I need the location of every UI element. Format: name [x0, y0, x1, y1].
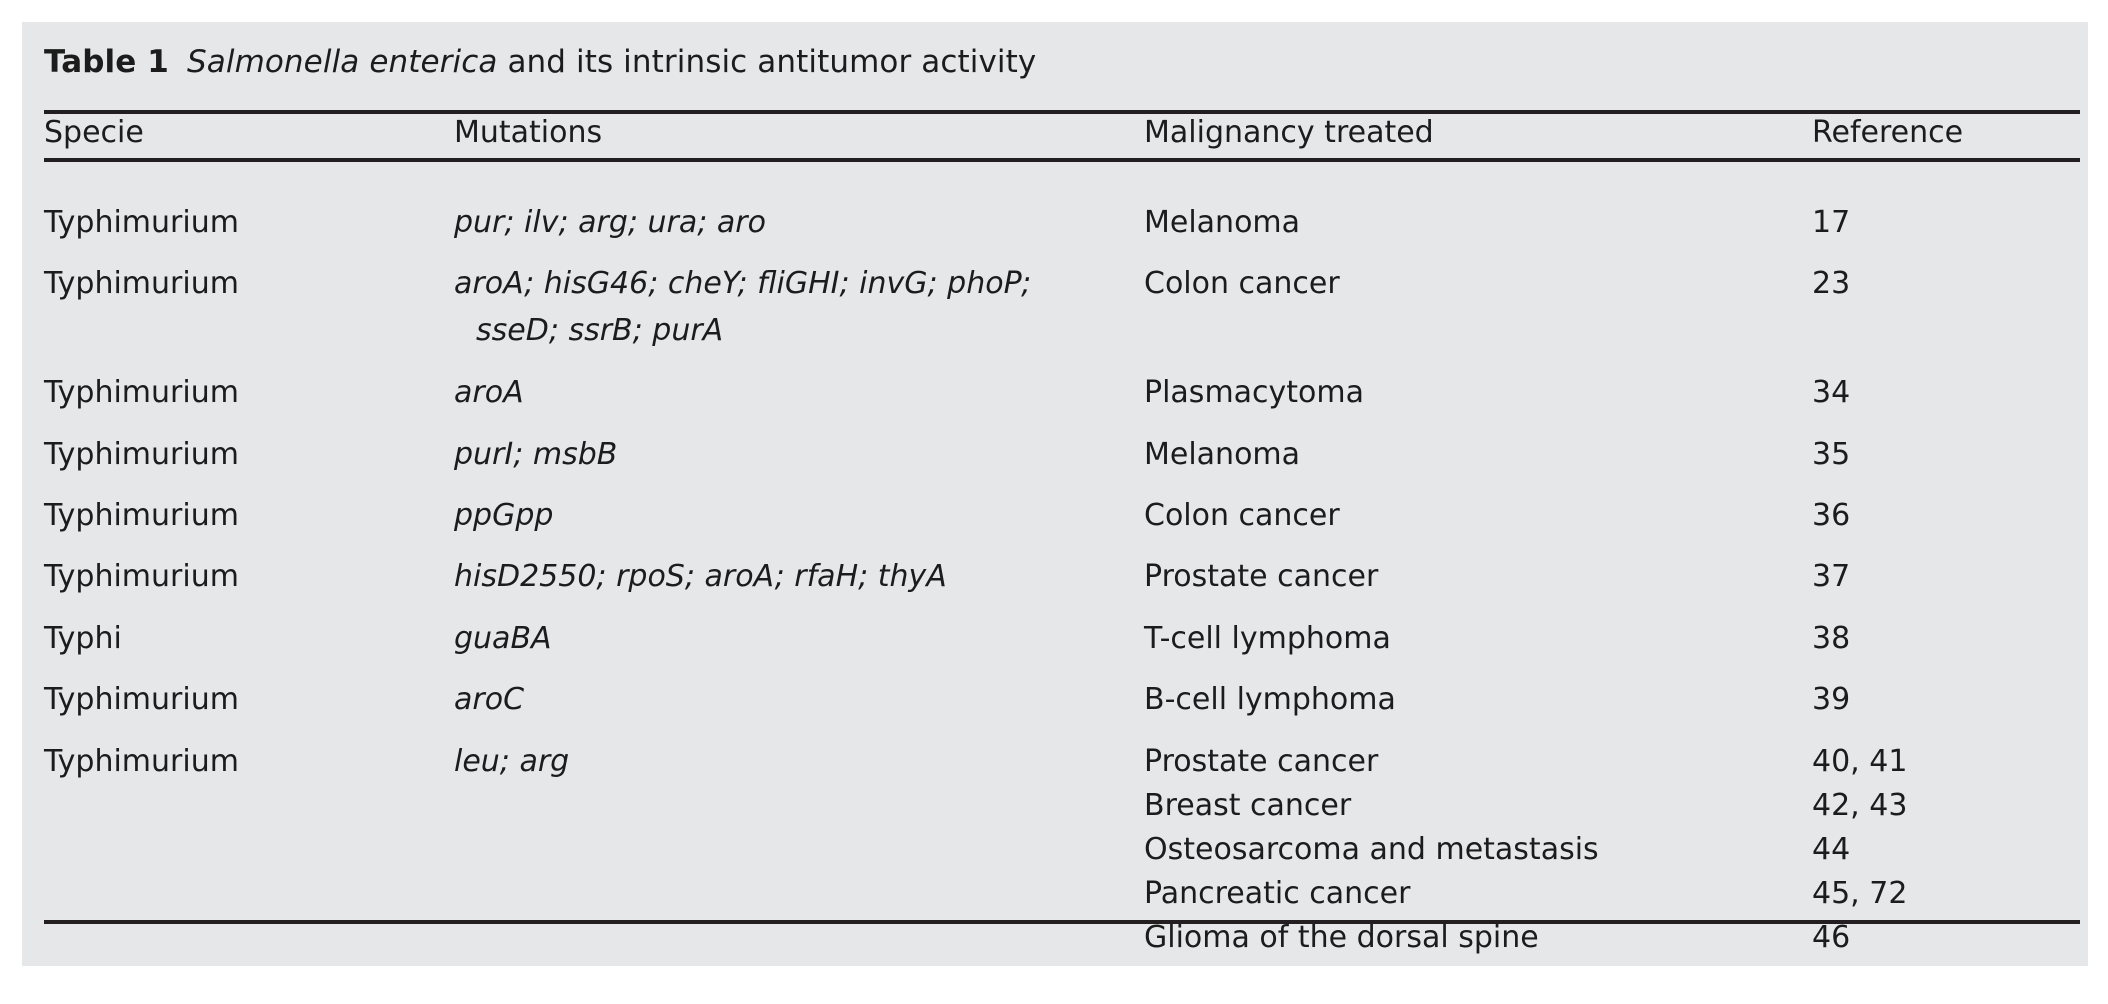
caption-rest: and its intrinsic antitumor activity [497, 44, 1037, 80]
list-item: 45, 72 [1812, 876, 1908, 911]
table-row: Colon cancer [1144, 498, 1340, 533]
table-row: Prostate cancer [1144, 559, 1379, 594]
table-row: Plasmacytoma [1144, 375, 1365, 410]
table-panel: Table 1 Salmonella enterica and its intri… [22, 22, 2088, 966]
table-row: Colon cancer [1144, 266, 1340, 301]
column-header-specie: Specie [44, 115, 144, 150]
list-item: Glioma of the dorsal spine [1144, 920, 1539, 955]
rule-table-bottom [44, 920, 2080, 924]
column-header-mutations: Mutations [454, 115, 603, 150]
table-row: 35 [1812, 437, 1851, 472]
table-row: aroA [454, 375, 524, 410]
caption-species-italic: Salmonella enterica [186, 44, 498, 80]
table-row: ppGpp [454, 498, 554, 533]
list-item: 44 [1812, 832, 1851, 867]
table-row: purI; msbB [454, 437, 618, 472]
column-header-reference: Reference [1812, 115, 1964, 150]
list-item: 46 [1812, 920, 1851, 955]
table-row: 34 [1812, 375, 1851, 410]
table-row: B-cell lymphoma [1144, 682, 1396, 717]
table-row: Typhimurium [44, 682, 239, 717]
table-inner: Table 1 Salmonella enterica and its intri… [44, 22, 2080, 966]
table-row: aroA; hisG46; cheY; fliGHI; invG; phoP; [454, 266, 1032, 301]
column-header-malignancy: Malignancy treated [1144, 115, 1434, 150]
table-row: Typhimurium [44, 266, 239, 301]
list-item: Pancreatic cancer [1144, 876, 1411, 911]
table-row: Typhimurium [44, 437, 239, 472]
table-row: sseD; ssrB; purA [476, 313, 724, 348]
list-item: Breast cancer [1144, 788, 1352, 823]
table-row: 39 [1812, 682, 1851, 717]
caption-label: Table 1 [44, 44, 169, 80]
list-item: 42, 43 [1812, 788, 1908, 823]
table-row: 38 [1812, 621, 1851, 656]
table-caption: Table 1 Salmonella enterica and its intri… [44, 44, 1036, 80]
table-row: hisD2550; rpoS; aroA; rfaH; thyA [454, 559, 947, 594]
table-row: Melanoma [1144, 437, 1301, 472]
list-item: Osteosarcoma and metastasis [1144, 832, 1599, 867]
rule-above-header [44, 110, 2080, 114]
list-item: Prostate cancer [1144, 744, 1379, 779]
rule-below-header [44, 158, 2080, 162]
table-row: pur; ilv; arg; ura; aro [454, 205, 766, 240]
table-row: 37 [1812, 559, 1851, 594]
table-row: Typhimurium [44, 498, 239, 533]
table-row: T-cell lymphoma [1144, 621, 1391, 656]
table-row: Melanoma [1144, 205, 1301, 240]
table-row: Typhimurium [44, 205, 239, 240]
list-item: 40, 41 [1812, 744, 1908, 779]
table-row: 17 [1812, 205, 1851, 240]
table-row: 23 [1812, 266, 1851, 301]
table-row: Typhimurium [44, 559, 239, 594]
table-row: Typhimurium [44, 744, 239, 779]
table-row: guaBA [454, 621, 552, 656]
table-row: aroC [454, 682, 525, 717]
table-row: Typhimurium [44, 375, 239, 410]
table-row: leu; arg [454, 744, 570, 779]
table-row: Typhi [44, 621, 122, 656]
table-row: 36 [1812, 498, 1851, 533]
